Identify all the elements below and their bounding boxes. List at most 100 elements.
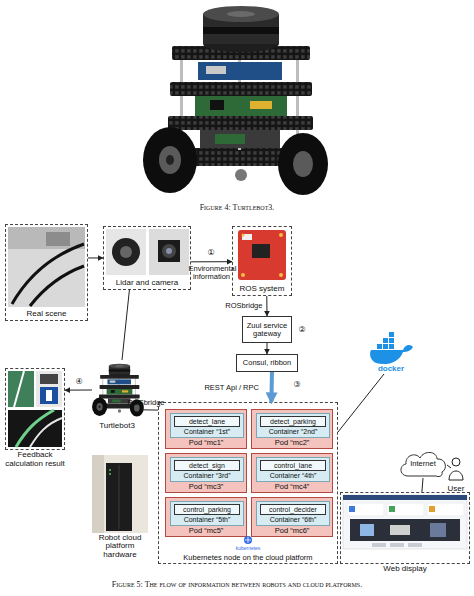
- web-screenshot: [343, 495, 467, 500]
- turtlebot-illustration: [200, 130, 280, 148]
- node-label: Pod “mc2”: [252, 439, 332, 447]
- node-label: detect_lane: [175, 418, 239, 426]
- node-label: Kubernetes node on the cloud platform: [159, 554, 337, 562]
- node-label: Consul, ribbon: [237, 359, 297, 367]
- turtlebot-illustration: [215, 134, 245, 144]
- node-label: Container “3rd”: [171, 472, 243, 480]
- flow-connector: [269, 372, 274, 402]
- node-label: Pod “mc1”: [166, 439, 246, 447]
- web-screenshot: [347, 503, 384, 516]
- node-label: Pod “mc6”: [252, 527, 332, 535]
- docker-logo: [383, 344, 388, 349]
- service-box: control_parking: [174, 504, 240, 515]
- web-screenshot: [350, 519, 460, 541]
- ros-board: [279, 273, 283, 277]
- pod-box: Pod “mc2” Container “2nd” detect_parking: [251, 409, 333, 449]
- pod-box: Pod “mc4”Container “4th”control_lane: [251, 453, 333, 493]
- service-box: detect_parking: [260, 416, 326, 427]
- turtlebot-illustration: [203, 27, 279, 34]
- web-screenshot: [372, 543, 386, 547]
- turtlebot-illustration: [293, 151, 313, 177]
- user-icon: [447, 465, 451, 468]
- flow-connector: [266, 296, 267, 316]
- feedback-photos: [8, 371, 62, 447]
- feedback-photos: [40, 387, 58, 404]
- edge-label: ROSbridge: [219, 302, 269, 310]
- node-label: Pod “mc5”: [166, 527, 246, 535]
- service-box: control_lane: [260, 460, 326, 471]
- kubernetes-logo: [244, 536, 252, 544]
- node-label: ROS system: [233, 285, 291, 294]
- kubernetes-logo: [244, 536, 252, 544]
- cluster-node: Kubernetes node on the cloud platform Pod…: [158, 402, 338, 564]
- container-box: Container “2nd” detect_parking: [256, 413, 330, 438]
- node-label: Turtlebot3: [86, 422, 148, 431]
- container-box: Container “5th” control_parking: [170, 501, 244, 526]
- turtlebot-illustration: [198, 62, 282, 80]
- web-display-box: Web display: [340, 492, 470, 564]
- kubernetes-logo: [245, 537, 251, 543]
- flow-connector: [142, 409, 158, 410]
- ros-box: ROS system: [232, 226, 292, 296]
- ros-board: [252, 244, 270, 258]
- ros-board: [238, 230, 286, 280]
- rack-photo: [119, 465, 120, 529]
- node-label: Feedback calculation result: [0, 451, 72, 469]
- step-number: ①: [207, 249, 214, 258]
- node-label: Internet: [398, 460, 448, 468]
- node-label: detect_parking: [261, 418, 325, 426]
- real-scene-photo: [8, 227, 85, 307]
- real-scene-photo: [8, 227, 85, 307]
- figure-caption: Figure 5: The flow of information betwee…: [112, 580, 362, 589]
- turtlebot-illustration: [159, 146, 181, 174]
- turtlebot-illustration: [235, 169, 247, 181]
- sensor-photos: [149, 229, 189, 275]
- flow-connector: [191, 261, 232, 262]
- sensor-photos: [166, 248, 172, 254]
- feedback-photos: [8, 371, 34, 407]
- turtlebot-illustration: [166, 155, 174, 165]
- turtlebot-illustration: [278, 133, 328, 195]
- sensor-photos: [158, 240, 180, 262]
- logo-text: docker: [378, 365, 404, 374]
- node-label: Container “5th”: [171, 516, 243, 524]
- feedback-photos: [30, 418, 62, 447]
- user-icon: [447, 458, 463, 480]
- rack-photo: [106, 463, 132, 531]
- docker-link-line: [338, 374, 384, 432]
- ros-board: [238, 230, 286, 280]
- feedback-photos: [36, 371, 62, 407]
- docker-logo: [389, 338, 394, 343]
- web-screenshot: [343, 495, 467, 549]
- node-label: control_lane: [261, 462, 325, 470]
- rack-photo: [92, 455, 148, 533]
- logo-text: kubernetes: [236, 546, 261, 552]
- sensor-photos: [106, 229, 189, 275]
- node-label: Web display: [341, 565, 469, 574]
- ros-board: [241, 273, 245, 277]
- scene-box: Real scene: [5, 224, 88, 321]
- node-label: control_decider: [261, 506, 325, 514]
- real-scene-photo: [12, 244, 84, 304]
- web-screenshot: [389, 506, 395, 512]
- flow-connector: [422, 478, 423, 492]
- node-label: Zuul service gateway: [243, 321, 291, 338]
- web-screenshot: [387, 503, 424, 516]
- step-number: ②: [298, 326, 305, 335]
- node-label: Robot cloud platform hardware: [88, 534, 152, 560]
- flow-connector: [65, 390, 92, 391]
- node-label: control_parking: [175, 506, 239, 514]
- real-scene-photo: [8, 227, 85, 249]
- rack-photo: [92, 455, 148, 533]
- node-label: Container “2nd”: [257, 428, 329, 436]
- feedback-photos: [14, 371, 24, 407]
- turtlebot-illustration: [250, 101, 272, 109]
- rack-photo: [109, 473, 111, 475]
- container-box: Container “6th”control_decider: [256, 501, 330, 526]
- node-label: Pod “mc4”: [252, 483, 332, 491]
- edge-label: Environmental information: [189, 265, 235, 282]
- feedback-photos: [40, 374, 58, 384]
- sensor-box: Lidar and camera: [103, 226, 191, 290]
- container-box: Container “3rd”detect_sign: [170, 457, 244, 482]
